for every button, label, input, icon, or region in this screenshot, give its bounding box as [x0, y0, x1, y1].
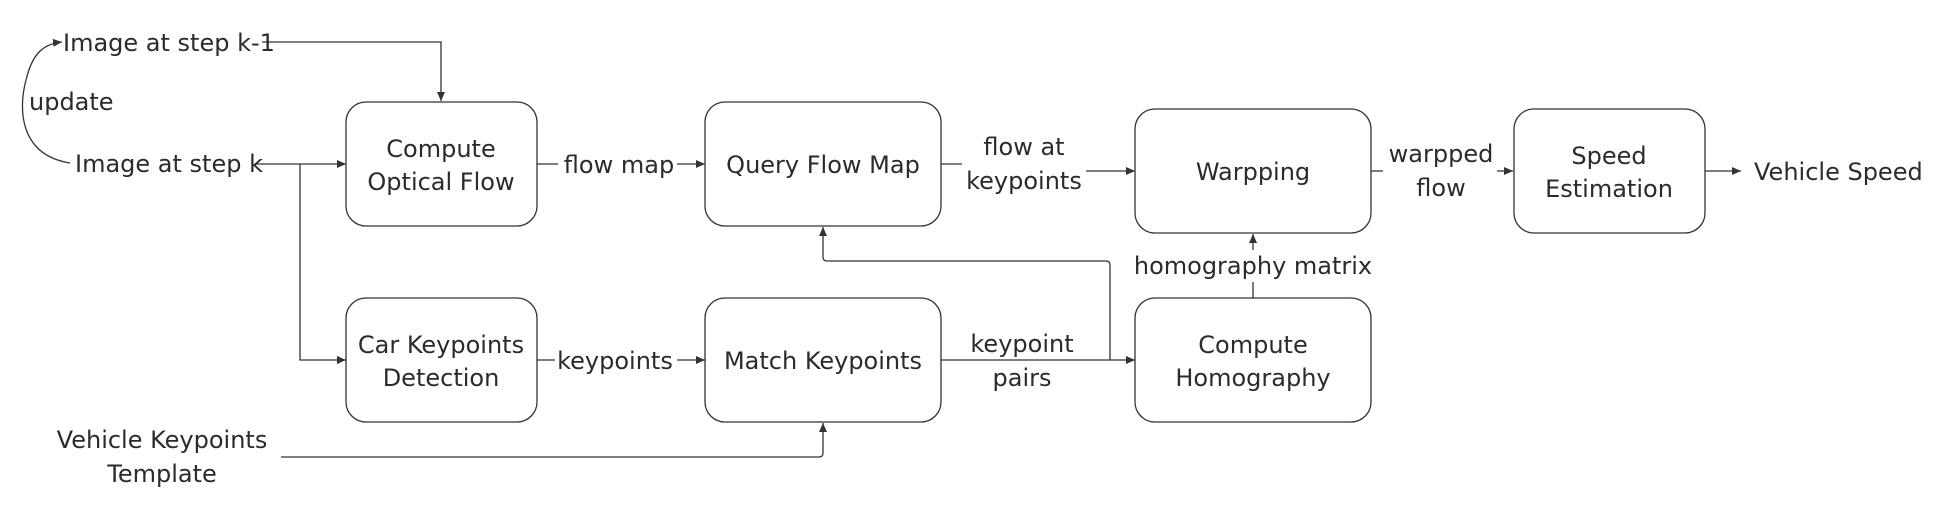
- node-compute-homography: Compute Homography: [1134, 297, 1372, 423]
- label-warpped: warpped: [1389, 140, 1494, 168]
- output-vehicle-speed: Vehicle Speed: [1754, 158, 1923, 186]
- node-speed-estimation: Speed Estimation: [1513, 108, 1706, 234]
- node-label: Speed: [1571, 142, 1646, 170]
- node-label: Estimation: [1545, 175, 1673, 203]
- node-warping: Warpping: [1134, 108, 1372, 234]
- edge-image-prev-to-optical-flow: [262, 41, 445, 101]
- label-flow: flow: [1416, 174, 1465, 202]
- node-label: Detection: [383, 364, 500, 392]
- label-flow-map: flow map: [564, 151, 674, 179]
- label-homography-matrix: homography matrix: [1134, 252, 1372, 280]
- node-label: Match Keypoints: [724, 347, 922, 375]
- label-keypoints: keypoints: [557, 347, 673, 375]
- node-label: Warpping: [1196, 158, 1310, 186]
- edge-update-curve: [21, 38, 71, 164]
- node-label: Compute: [1198, 331, 1307, 359]
- edge-pairs-to-query: [819, 227, 1111, 360]
- label-keypoints-2: keypoints: [966, 167, 1082, 195]
- node-label: Optical Flow: [367, 168, 514, 196]
- update-label: update: [29, 88, 114, 116]
- node-label: Car Keypoints: [358, 331, 524, 359]
- label-keypoint: keypoint: [970, 330, 1073, 358]
- node-compute-optical-flow: Compute Optical Flow: [345, 101, 538, 227]
- node-query-flow-map: Query Flow Map: [704, 101, 942, 227]
- node-label: Query Flow Map: [726, 151, 920, 179]
- node-car-keypoints-detection: Car Keypoints Detection: [345, 297, 538, 423]
- edge-template-to-match: [281, 423, 827, 458]
- node-label: Compute: [386, 135, 495, 163]
- input-template-line2: Template: [106, 460, 217, 488]
- label-pairs: pairs: [993, 364, 1052, 392]
- input-image-curr: Image at step k: [75, 150, 263, 178]
- edge-image-curr-to-keypoints-detection: [299, 164, 346, 364]
- input-image-prev: Image at step k-1: [63, 29, 275, 57]
- node-match-keypoints: Match Keypoints: [704, 297, 942, 423]
- input-template-line1: Vehicle Keypoints: [57, 426, 268, 454]
- node-label: Homography: [1175, 364, 1330, 392]
- label-flow-at: flow at: [983, 133, 1064, 161]
